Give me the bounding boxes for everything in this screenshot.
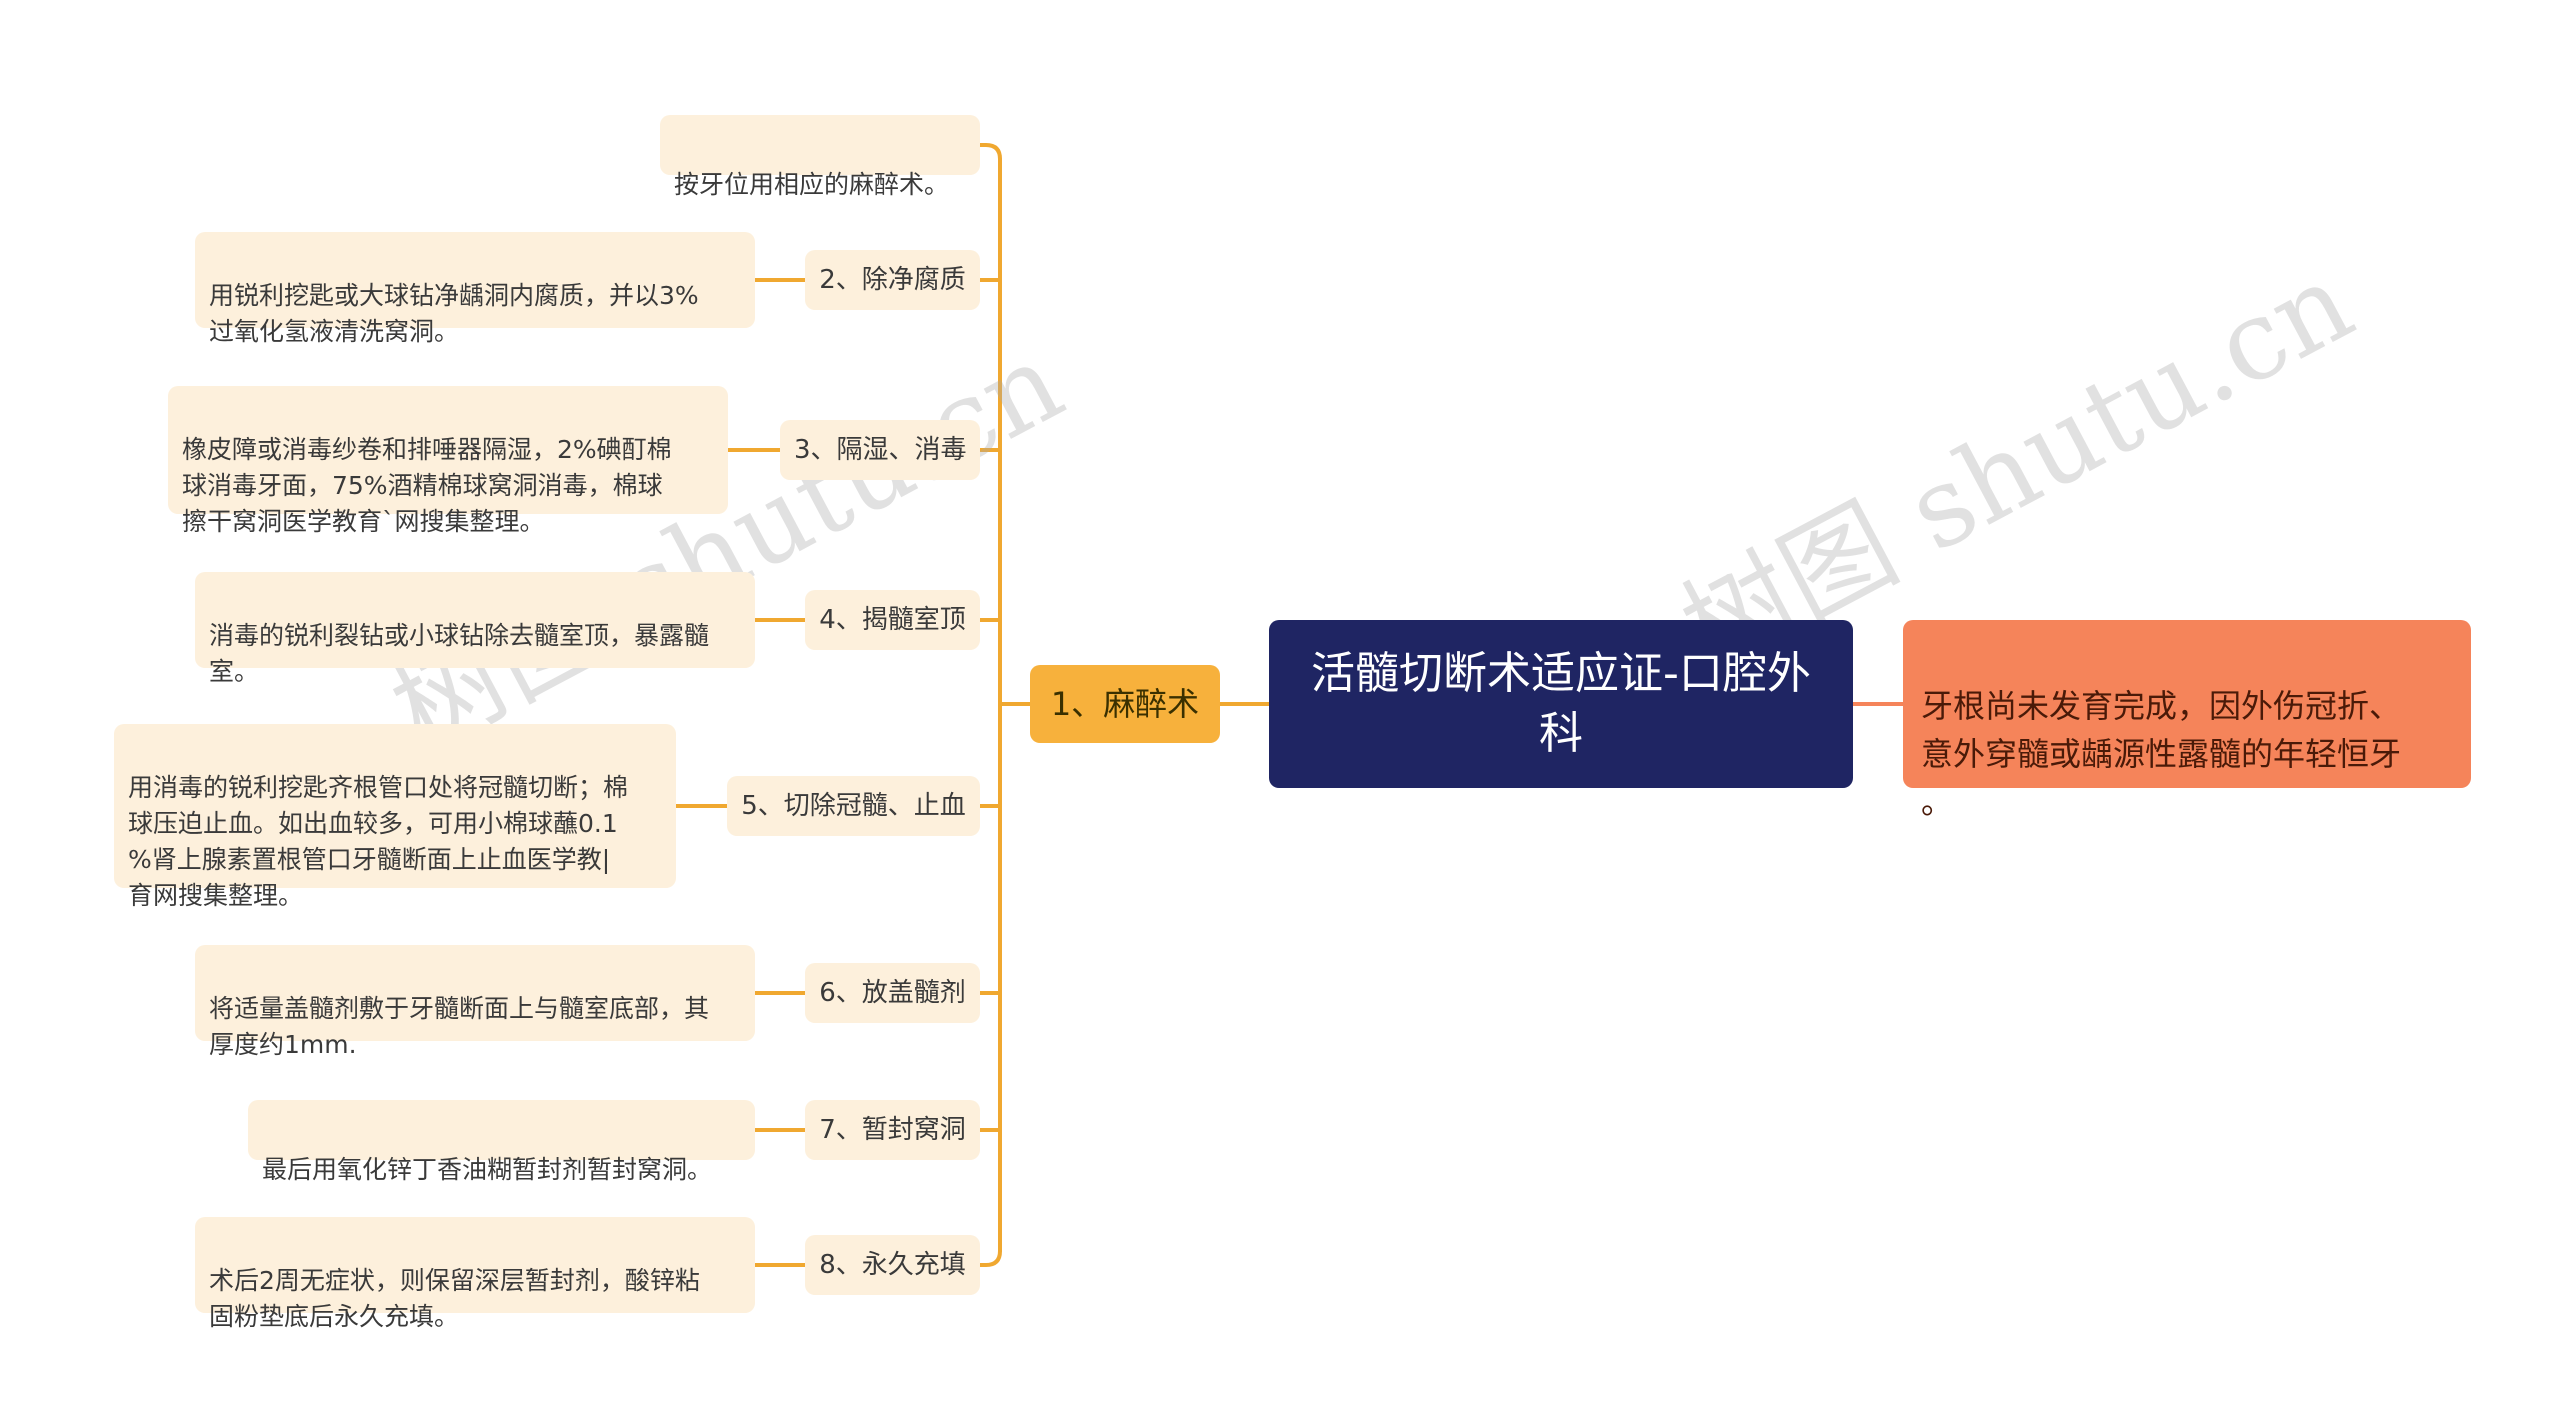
detail-node[interactable]: 将适量盖髓剂敷于牙髓断面上与髓室底部，其 厚度约1mm.: [195, 945, 755, 1059]
subtopic-label: 6、放盖髓剂: [819, 978, 966, 1008]
detail-text: 最后用氧化锌丁香油糊暂封剂暂封窝洞。: [262, 1155, 713, 1184]
subtopic-node[interactable]: 5、切除冠髓、止血: [727, 776, 980, 836]
subtopic-label: 5、切除冠髓、止血: [741, 791, 966, 821]
detail-text: 消毒的锐利裂钻或小球钻除去髓室顶，暴露髓 室。: [209, 621, 710, 686]
subtopic-label: 2、除净腐质: [819, 265, 966, 295]
subtopic-label: 3、隔湿、消毒: [794, 435, 967, 465]
subtopic-label: 7、暂封窝洞: [819, 1115, 966, 1145]
detail-text: 术后2周无症状，则保留深层暂封剂，酸锌粘 固粉垫底后永久充填。: [209, 1266, 700, 1331]
detail-text: 将适量盖髓剂敷于牙髓断面上与髓室底部，其 厚度约1mm.: [209, 994, 710, 1059]
connector-branch: [978, 1249, 1002, 1267]
root-title: 活髓切断术适应证-口腔外科: [1311, 648, 1811, 759]
subtopic-node[interactable]: 4、揭髓室顶: [805, 590, 980, 650]
connector-branch: [978, 143, 1002, 161]
detail-text: 用锐利挖匙或大球钻净龋洞内腐质，并以3% 过氧化氢液清洗窝洞。: [209, 281, 699, 346]
detail-node[interactable]: 术后2周无症状，则保留深层暂封剂，酸锌粘 固粉垫底后永久充填。: [195, 1217, 755, 1331]
detail-node[interactable]: 按牙位用相应的麻醉术。: [660, 115, 980, 199]
subtopic-node[interactable]: 7、暂封窝洞: [805, 1100, 980, 1160]
subtopic-node[interactable]: 8、永久充填: [805, 1235, 980, 1295]
branch-topic[interactable]: 1、麻醉术: [1030, 665, 1220, 743]
right-topic[interactable]: 牙根尚未发育完成，因外伤冠折、 意外穿髓或龋源性露髓的年轻恒牙 。: [1903, 620, 2471, 821]
detail-text: 用消毒的锐利挖匙齐根管口处将冠髓切断；棉 球压迫止血。如出血较多，可用小棉球蘸0…: [128, 773, 629, 910]
detail-node[interactable]: 最后用氧化锌丁香油糊暂封剂暂封窝洞。: [248, 1100, 755, 1184]
detail-text: 橡皮障或消毒纱卷和排唾器隔湿，2%碘酊棉 球消毒牙面，75%酒精棉球窝洞消毒，棉…: [182, 435, 672, 536]
branch-label: 1、麻醉术: [1050, 685, 1200, 723]
subtopic-label: 8、永久充填: [819, 1250, 966, 1280]
detail-node[interactable]: 用锐利挖匙或大球钻净龋洞内腐质，并以3% 过氧化氢液清洗窝洞。: [195, 232, 755, 346]
subtopic-node[interactable]: 2、除净腐质: [805, 250, 980, 310]
subtopic-node[interactable]: 3、隔湿、消毒: [780, 420, 980, 480]
detail-text: 按牙位用相应的麻醉术。: [674, 170, 950, 199]
right-topic-text: 牙根尚未发育完成，因外伤冠折、 意外穿髓或龋源性露髓的年轻恒牙 。: [1921, 687, 2402, 821]
subtopic-label: 4、揭髓室顶: [819, 605, 966, 635]
detail-node[interactable]: 消毒的锐利裂钻或小球钻除去髓室顶，暴露髓 室。: [195, 572, 755, 686]
subtopic-node[interactable]: 6、放盖髓剂: [805, 963, 980, 1023]
detail-node[interactable]: 用消毒的锐利挖匙齐根管口处将冠髓切断；棉 球压迫止血。如出血较多，可用小棉球蘸0…: [114, 724, 676, 910]
root-topic[interactable]: 活髓切断术适应证-口腔外科: [1269, 620, 1853, 788]
detail-node[interactable]: 橡皮障或消毒纱卷和排唾器隔湿，2%碘酊棉 球消毒牙面，75%酒精棉球窝洞消毒，棉…: [168, 386, 728, 536]
